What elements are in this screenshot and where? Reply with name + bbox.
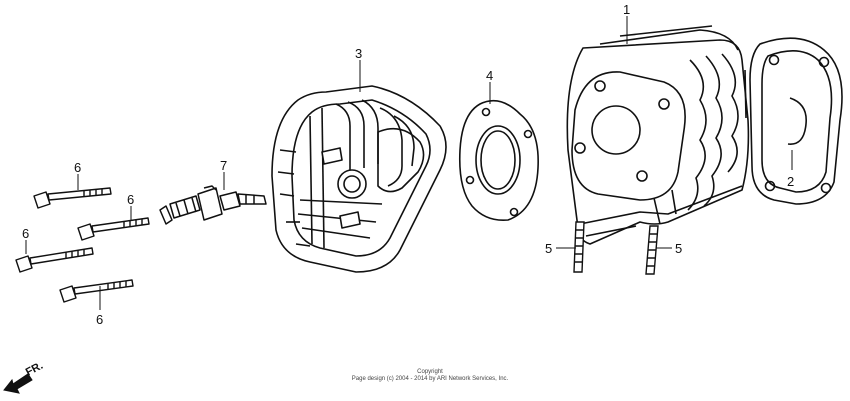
leader-lines xyxy=(25,16,793,310)
callout-cylinder: 1 xyxy=(623,2,630,17)
spark-plug-part[interactable] xyxy=(159,185,267,225)
cylinder-head-part[interactable] xyxy=(271,85,447,273)
callout-spark-plug: 7 xyxy=(220,158,227,173)
bolt-upper-mid-part[interactable] xyxy=(77,217,150,241)
cylinder-part[interactable] xyxy=(566,25,750,245)
copyright-text: Page design (c) 2004 - 2014 by ARI Netwo… xyxy=(351,376,509,382)
callout-stud-left: 5 xyxy=(545,241,552,256)
callout-bolt-bottom: 6 xyxy=(96,312,103,327)
callout-head-gasket: 4 xyxy=(486,68,493,83)
callout-stud-right: 5 xyxy=(675,241,682,256)
bolt-bottom-part[interactable] xyxy=(59,279,134,303)
callout-bolt-upper-mid: 6 xyxy=(127,192,134,207)
callout-base-gasket: 2 xyxy=(787,174,794,189)
stud-left-part[interactable] xyxy=(573,221,585,273)
front-direction-label: FR. xyxy=(24,360,45,379)
stud-right-part[interactable] xyxy=(645,225,659,275)
copyright-notice: Copyright Page design (c) 2004 - 2014 by… xyxy=(300,369,560,383)
callout-bolt-lower-mid: 6 xyxy=(22,226,29,241)
callout-cylinder-head: 3 xyxy=(355,46,362,61)
front-direction-indicator: FR. xyxy=(3,360,45,394)
bolt-lower-mid-part[interactable] xyxy=(15,247,94,273)
callout-bolt-top: 6 xyxy=(74,160,81,175)
bolt-top-part[interactable] xyxy=(33,187,112,209)
base-gasket-part[interactable] xyxy=(749,37,843,205)
head-gasket-part[interactable] xyxy=(458,99,539,222)
front-arrow-icon xyxy=(3,373,33,394)
copyright-title: Copyright xyxy=(417,369,443,375)
